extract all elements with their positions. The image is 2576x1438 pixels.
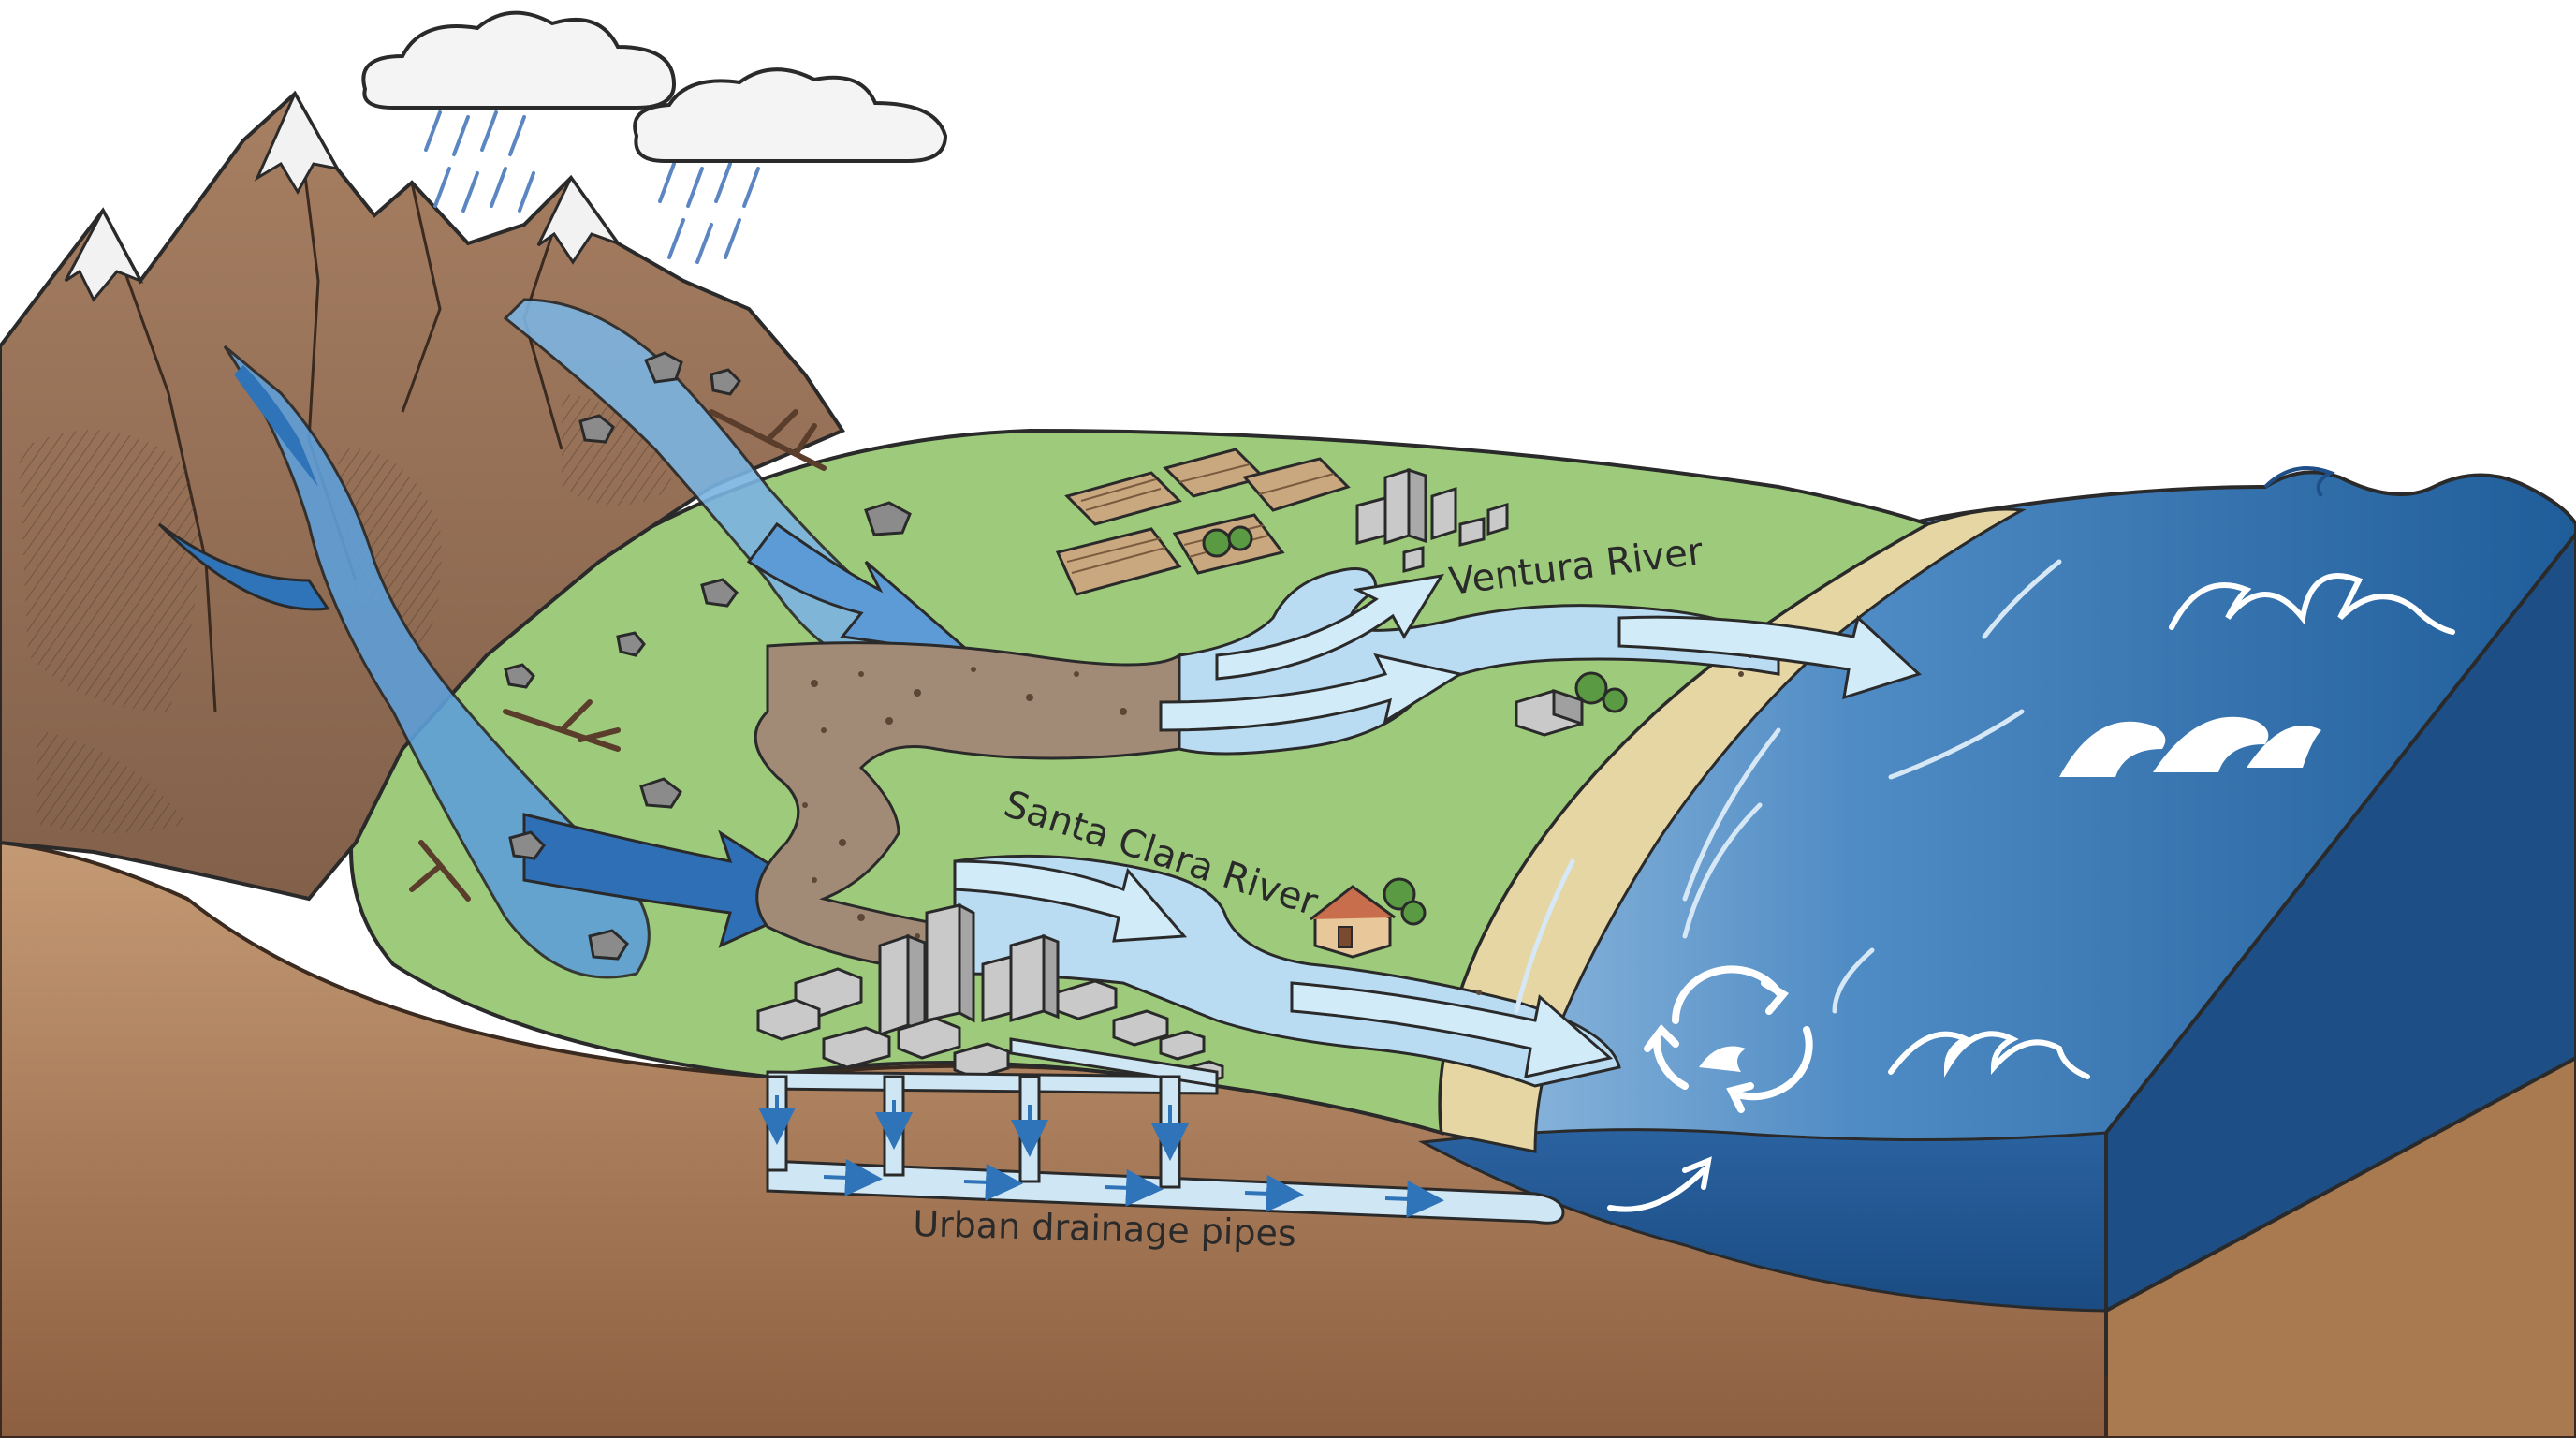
boulder-icon xyxy=(504,663,535,689)
flow-arrows xyxy=(953,573,1922,1078)
boulder-icon xyxy=(616,631,646,657)
mountain-streams xyxy=(157,298,978,979)
debris xyxy=(409,351,912,961)
wave-icon xyxy=(1888,1031,2090,1079)
urban-drainage-label: Urban drainage pipes xyxy=(913,1203,1297,1255)
farm-fields-icon xyxy=(1055,448,1351,596)
tree-icon xyxy=(1400,900,1427,926)
fallen-log-icon xyxy=(409,840,471,902)
fallen-log-icon xyxy=(503,699,621,752)
tree-icon xyxy=(1602,687,1628,713)
boulder-icon xyxy=(864,501,912,536)
boulder-icon xyxy=(508,830,546,860)
tree-icon xyxy=(1383,877,1416,911)
boulder-icon xyxy=(700,578,739,608)
outflow-arrow xyxy=(1607,1156,1712,1212)
tree-icon xyxy=(1202,525,1253,558)
circulation-arrows-icon xyxy=(1644,965,1813,1113)
mountain-range xyxy=(0,90,845,902)
wave-icon xyxy=(2059,716,2321,777)
city-buildings-icon xyxy=(756,902,1224,1085)
wave-icon xyxy=(2169,573,2455,635)
tree-icon xyxy=(1574,671,1608,705)
boulder-icon xyxy=(710,368,741,396)
boulder-icon xyxy=(644,351,683,384)
boulder-icon xyxy=(588,929,629,961)
house-icon xyxy=(1515,671,1628,737)
rain-cloud-icon xyxy=(361,10,948,264)
house-icon xyxy=(1310,877,1427,959)
boulder-icon xyxy=(578,414,615,444)
fallen-log-icon xyxy=(709,409,827,471)
boulder-icon xyxy=(639,777,682,809)
urban-drainage-pipes xyxy=(758,1037,1565,1225)
ocean-wave-crest xyxy=(2263,466,2335,498)
city-buildings-icon xyxy=(1355,467,1509,573)
ocean-currents xyxy=(1514,559,2062,1014)
